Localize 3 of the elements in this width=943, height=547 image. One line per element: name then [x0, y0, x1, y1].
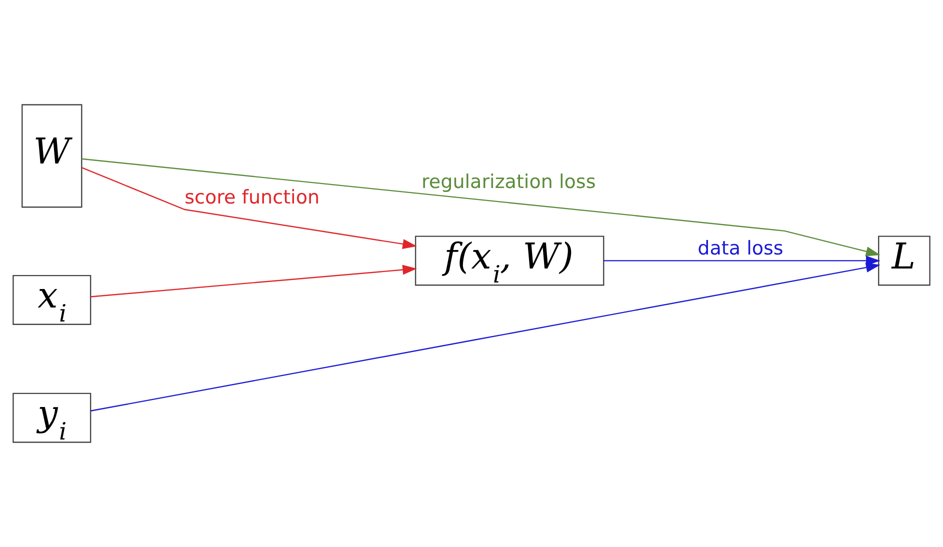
edge-label: regularization loss [422, 170, 596, 193]
edge-label: data loss [698, 238, 784, 260]
edge-label: score function [184, 186, 320, 208]
